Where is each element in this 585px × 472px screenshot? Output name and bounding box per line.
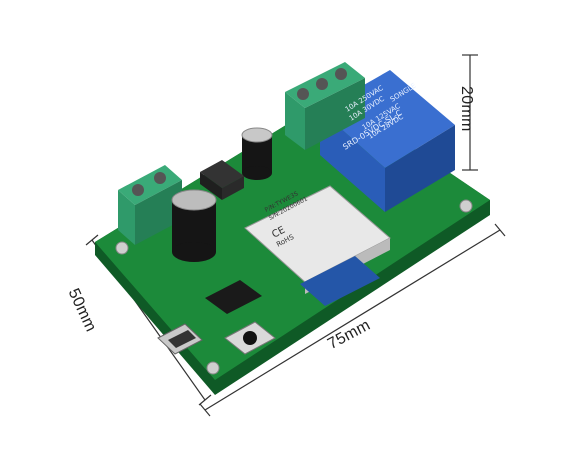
capacitor-large (171, 189, 217, 262)
terminal-block-right (285, 62, 365, 150)
capacitor-small (241, 127, 273, 180)
terminal-block-left (118, 165, 182, 245)
push-button (224, 321, 276, 355)
wifi-module (244, 185, 391, 306)
usb-port (157, 323, 203, 355)
ic-chip (205, 280, 262, 314)
inductor (200, 160, 244, 200)
height-dimension-label: 20mm (458, 86, 475, 132)
